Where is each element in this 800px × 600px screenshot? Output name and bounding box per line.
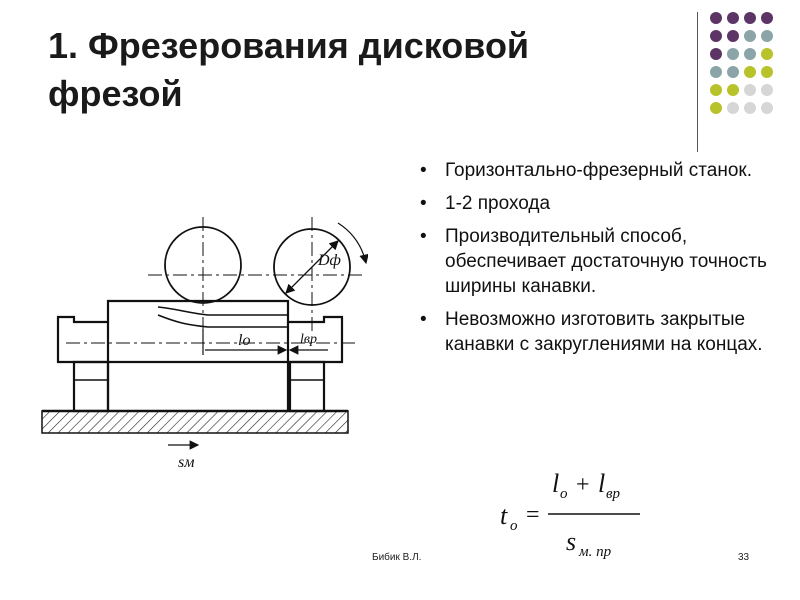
bullet-text: Горизонтально-фрезерный станок. xyxy=(445,160,752,181)
decor-divider-line xyxy=(697,12,698,152)
decor-dot xyxy=(744,66,756,78)
bullet-mark: • xyxy=(420,226,427,247)
decor-dot xyxy=(744,30,756,42)
decor-dot xyxy=(761,30,773,42)
formula-num-b-sub: вр xyxy=(606,486,621,502)
bullet-mark: • xyxy=(420,309,427,330)
formula-lhs: t xyxy=(500,501,508,530)
decor-dot xyxy=(744,12,756,24)
machining-time-formula: t o l o l вр s м. пр = + xyxy=(500,469,640,560)
formula-den-sub: м. пр xyxy=(578,544,612,560)
decor-dot xyxy=(727,30,739,42)
diameter-label: Dф xyxy=(317,252,341,269)
bullet-text: 1-2 прохода xyxy=(445,193,551,214)
feed-label: sм xyxy=(178,454,194,471)
decor-dot xyxy=(744,102,756,114)
formula-num-a: l xyxy=(552,469,559,498)
bullet-item: • Горизонтально-фрезерный станок. xyxy=(418,158,788,183)
bullet-mark: • xyxy=(420,160,427,181)
machine-table xyxy=(41,409,349,434)
decor-dot xyxy=(727,84,739,96)
decor-dot xyxy=(710,30,722,42)
center-lines xyxy=(66,217,363,344)
dimension-lines xyxy=(168,222,368,450)
decor-dot xyxy=(710,12,722,24)
formula-equals: = xyxy=(526,502,540,528)
decor-dot xyxy=(710,66,722,78)
decor-dot xyxy=(727,48,739,60)
decor-dot xyxy=(761,12,773,24)
milling-diagram: Dф lo lвр sм xyxy=(41,217,368,471)
formula-num-a-sub: o xyxy=(560,486,568,502)
decor-dot xyxy=(761,48,773,60)
formula-den: s xyxy=(566,527,576,556)
bullet-text: Производительный способ, обеспечивает до… xyxy=(445,226,767,297)
decor-dot xyxy=(710,48,722,60)
workpiece xyxy=(56,299,344,413)
decor-dot xyxy=(727,66,739,78)
decor-dot-grid xyxy=(710,12,773,114)
lo-label: lo xyxy=(238,332,250,349)
decor-dot xyxy=(727,102,739,114)
slide-title: 1. Фрезерования дисковой фрезой xyxy=(48,25,530,114)
formula-plus: + xyxy=(576,472,590,498)
bullet-item: • Производительный способ, обеспечивает д… xyxy=(418,224,788,299)
decor-dot xyxy=(761,66,773,78)
decor-dot xyxy=(761,102,773,114)
lvr-label: lвр xyxy=(300,332,317,347)
bullet-text: Невозможно изготовить закрытые канавки с… xyxy=(445,309,763,355)
bullet-list: • Горизонтально-фрезерный станок. • 1-2 пр… xyxy=(418,158,788,365)
decor-dot xyxy=(710,84,722,96)
decor-dot xyxy=(744,84,756,96)
formula-num-b: l xyxy=(598,469,605,498)
decor-dot xyxy=(761,84,773,96)
decor-dot xyxy=(744,48,756,60)
decor-dot xyxy=(710,102,722,114)
bullet-item: • 1-2 прохода xyxy=(418,191,788,216)
decor-dot xyxy=(727,12,739,24)
formula-lhs-sub: o xyxy=(510,518,518,534)
bullet-mark: • xyxy=(420,193,427,214)
footer-author: Бибик В.Л. xyxy=(372,552,422,563)
page-number: 33 xyxy=(738,552,750,563)
bullet-item: • Невозможно изготовить закрытые канавки … xyxy=(418,307,788,357)
